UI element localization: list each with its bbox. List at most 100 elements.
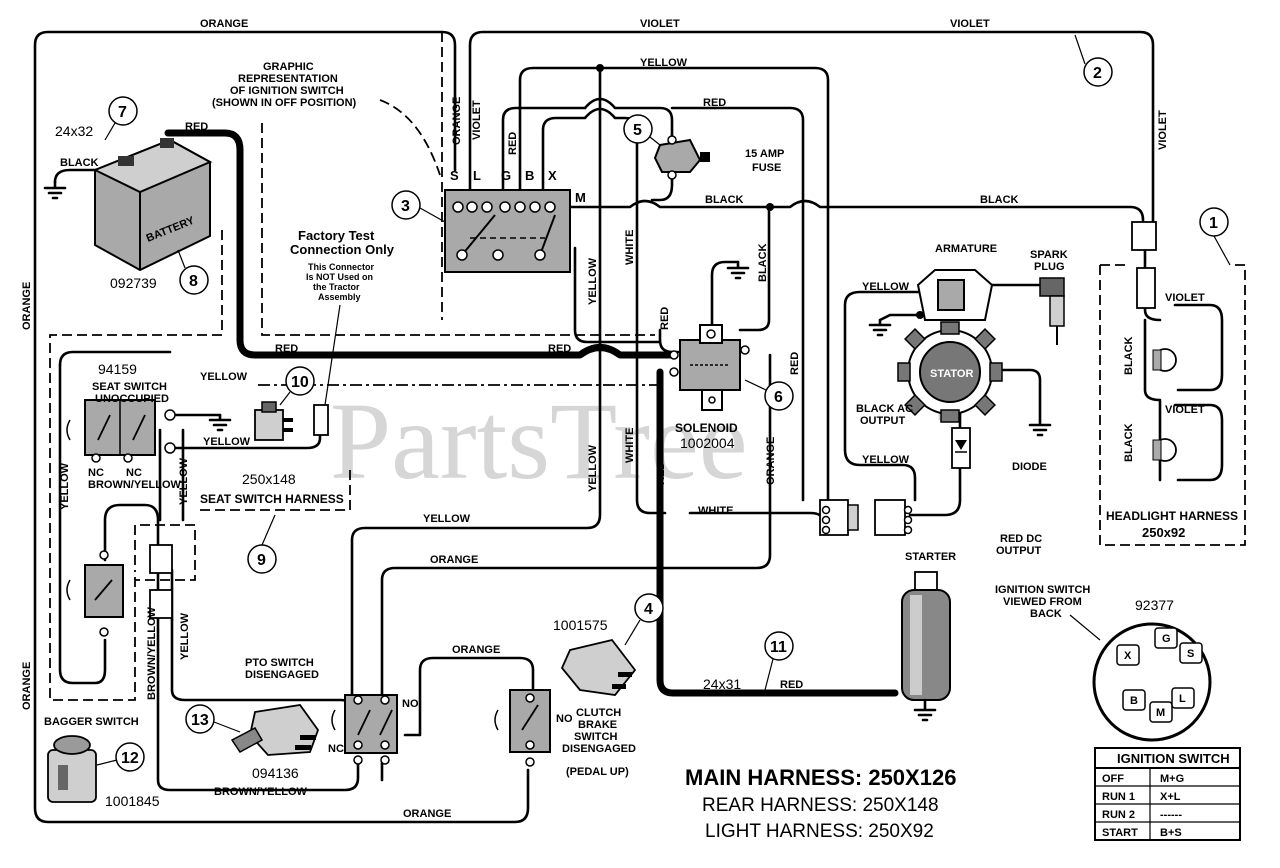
bagger-switch-module — [66, 544, 173, 637]
ignition-graphic-line2: REPRESENTATION — [238, 73, 338, 85]
stator — [897, 321, 1052, 437]
battery-size: 24x32 — [55, 123, 93, 139]
ign-back-s: S — [1187, 648, 1194, 660]
solenoid-part: 1002004 — [680, 435, 735, 451]
callout-7: 7 — [118, 104, 127, 121]
wire-orange-bottom: ORANGE — [403, 808, 451, 820]
red-dc-line2: OUTPUT — [996, 545, 1042, 557]
wire-yellow-pto-vert: YELLOW — [179, 612, 191, 660]
wire-orange-top: ORANGE — [200, 18, 248, 30]
battery-red-wire-label: RED — [185, 121, 208, 133]
pto-no: NO — [402, 698, 419, 710]
bagger-switch-part: 1001845 — [105, 793, 160, 809]
fuse — [653, 135, 710, 180]
ignition-table-pos-1: RUN 1 — [1102, 791, 1135, 803]
clutch-line2: BRAKE — [578, 719, 617, 731]
fuse-rating: 15 AMP — [745, 148, 784, 160]
seat-brown-yellow: BROWN/YELLOW — [88, 479, 181, 491]
wire-orange-left-bottom: ORANGE — [21, 662, 33, 710]
wire-brown-yellow-vert: BROWN/YELLOW — [146, 607, 158, 700]
callout-6: 6 — [774, 389, 783, 406]
wire-white-top: WHITE — [624, 230, 636, 265]
headlight-harness-label: HEADLIGHT HARNESS — [1106, 509, 1238, 523]
ignition-graphic-line1: GRAPHIC — [263, 61, 314, 73]
callout-11: 11 — [770, 639, 787, 656]
ign-term-m: M — [575, 190, 586, 205]
red-dc-line1: RED DC — [1000, 533, 1042, 545]
headlight-violet-top: VIOLET — [1165, 292, 1205, 304]
wire-black-right: BLACK — [980, 194, 1019, 206]
ign-term-l: L — [473, 168, 481, 183]
pto-switch-part-13 — [230, 704, 320, 756]
seat-harness-number: 250x148 — [242, 471, 296, 487]
clutch-line5: (PEDAL UP) — [566, 766, 629, 778]
wire-yellow-top: YELLOW — [640, 57, 688, 69]
callout-12: 12 — [121, 750, 139, 767]
ignition-table-conn-1: X+L — [1160, 791, 1181, 803]
wire-black-mid: BLACK — [705, 194, 744, 206]
ign-term-g: G — [501, 168, 511, 183]
wire-orange-clutch: ORANGE — [452, 644, 500, 656]
connector-part-10 — [254, 401, 293, 441]
ign-back-line3: BACK — [1030, 608, 1062, 620]
clutch-line1: CLUTCH — [576, 707, 621, 719]
factory-test-line2: Connection Only — [290, 242, 395, 257]
ignition-table-conn-3: B+S — [1160, 827, 1182, 839]
spark-plug-line2: PLUG — [1034, 261, 1065, 273]
wire-white-low: WHITE — [624, 428, 636, 463]
callout-5: 5 — [633, 122, 642, 139]
solenoid-label: SOLENOID — [675, 421, 738, 435]
seat-harness-label: SEAT SWITCH HARNESS — [200, 492, 344, 506]
seat-yellow-mid: YELLOW — [203, 436, 251, 448]
wire-red-right: RED — [789, 352, 801, 375]
pto-nc: NC — [328, 743, 344, 755]
wire-white-bottom: WHITE — [698, 505, 733, 517]
wire-red-low: RED — [655, 462, 667, 485]
diode — [951, 427, 971, 469]
pto-part-number: 094136 — [252, 765, 299, 781]
ignition-table-conn-0: M+G — [1160, 773, 1184, 785]
diode-label: DIODE — [1012, 461, 1047, 473]
wire-red-main-mid: RED — [548, 343, 571, 355]
black-ac-line2: OUTPUT — [860, 415, 906, 427]
light-harness-label: LIGHT HARNESS: 250X92 — [705, 821, 934, 842]
wire-violet-top-right: VIOLET — [950, 18, 990, 30]
callout-10: 10 — [291, 374, 309, 391]
seat-switch-line2: UNOCCUPIED — [95, 393, 169, 405]
factory-test-line5: the Tractor — [313, 282, 360, 292]
seat-switch-part: 94159 — [98, 361, 137, 377]
clutch-line4: DISENGAGED — [562, 743, 636, 755]
wire-black-solenoid: BLACK — [757, 243, 769, 282]
wires — [33, 30, 1224, 824]
watermark: PartsTree — [330, 380, 748, 502]
callout-8: 8 — [189, 273, 198, 290]
headlight-violet-bottom: VIOLET — [1165, 404, 1205, 416]
callout-1: 1 — [1209, 215, 1218, 232]
wire-yellow-left: YELLOW — [59, 462, 71, 510]
brake-switch-part-number: 1001575 — [553, 617, 608, 633]
seat-switch-line1: SEAT SWITCH — [92, 381, 167, 393]
callout-3: 3 — [401, 198, 410, 215]
clutch-no: NO — [556, 713, 573, 725]
stator-label: STATOR — [930, 368, 973, 380]
wire-red-top: RED — [703, 97, 726, 109]
ignition-switch-graphic — [444, 189, 571, 273]
factory-test-line1: Factory Test — [298, 228, 375, 243]
ign-back-line1: IGNITION SWITCH — [995, 584, 1090, 596]
stator-connectors — [819, 499, 913, 536]
factory-test-line3: This Connector — [308, 262, 374, 272]
wire-violet-ign: VIOLET — [471, 100, 483, 140]
spark-plug-line1: SPARK — [1030, 249, 1068, 261]
factory-test-line6: Assembly — [318, 292, 361, 302]
battery: BATTERY — [43, 138, 213, 272]
wire-red-solenoid-side: RED — [659, 307, 671, 330]
wire-red-ign: RED — [507, 132, 519, 155]
ign-back-x: X — [1124, 650, 1132, 662]
ign-back-g: G — [1162, 633, 1171, 645]
wire-orange-ign: ORANGE — [451, 97, 463, 145]
ignition-table-pos-3: START — [1102, 827, 1138, 839]
seat-switch — [66, 399, 232, 463]
seat-yellow-top: YELLOW — [200, 371, 248, 383]
wire-orange-left-top: ORANGE — [21, 282, 33, 330]
